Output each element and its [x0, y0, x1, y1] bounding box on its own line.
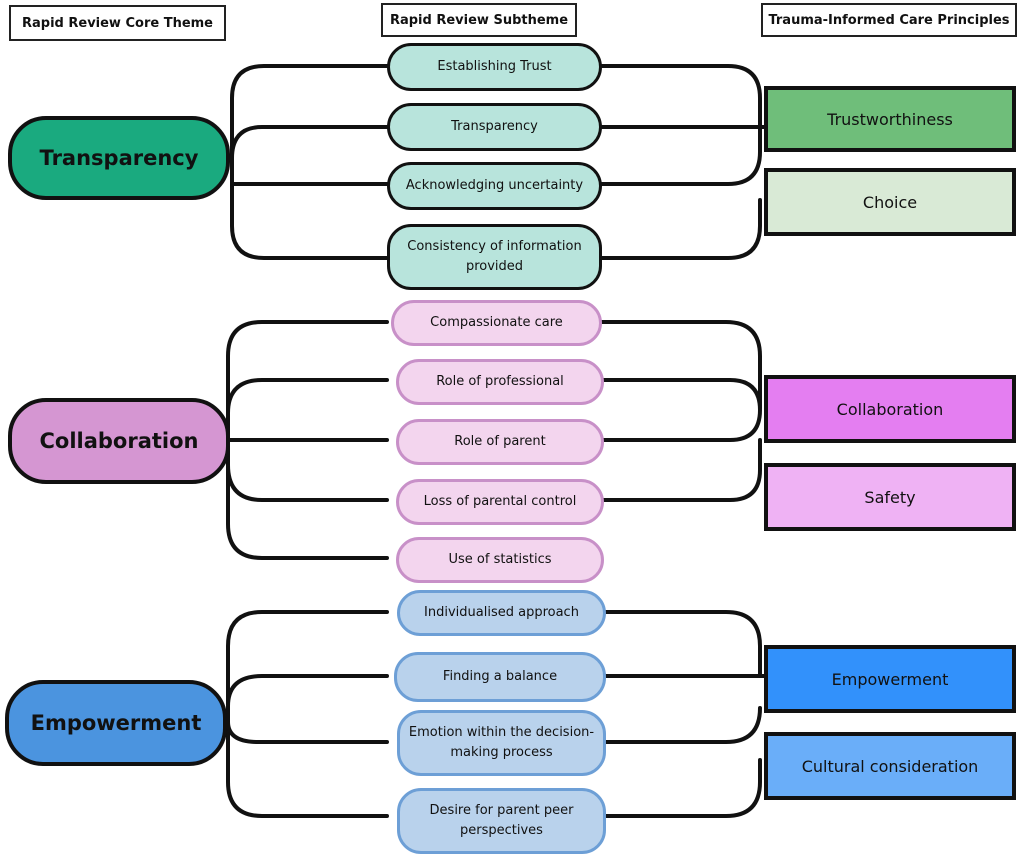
subtheme-transparency: Transparency	[387, 103, 602, 151]
subtheme-finding-a-balance: Finding a balance	[394, 652, 606, 702]
subtheme-role-of-parent: Role of parent	[396, 419, 604, 465]
subtheme-establishing-trust: Establishing Trust	[387, 43, 602, 91]
subtheme-consistency-of-information: Consistency of information provided	[387, 224, 602, 290]
principle-empowerment: Empowerment	[764, 645, 1016, 713]
core-theme-collaboration: Collaboration	[8, 398, 230, 484]
subtheme-desire-for-parent-peer-perspectives: Desire for parent peer perspectives	[397, 788, 606, 854]
subtheme-role-of-professional: Role of professional	[396, 359, 604, 405]
core-theme-header: Rapid Review Core Theme	[9, 5, 226, 41]
subtheme-individualised-approach: Individualised approach	[397, 590, 606, 636]
principle-trustworthiness: Trustworthiness	[764, 86, 1016, 152]
principle-collaboration: Collaboration	[764, 375, 1016, 443]
subtheme-acknowledging-uncertainty: Acknowledging uncertainty	[387, 162, 602, 210]
subtheme-loss-of-parental-control: Loss of parental control	[396, 479, 604, 525]
principle-choice: Choice	[764, 168, 1016, 236]
principle-safety: Safety	[764, 463, 1016, 531]
subtheme-compassionate-care: Compassionate care	[391, 300, 602, 346]
principle-cultural-consideration: Cultural consideration	[764, 732, 1016, 800]
principles-header: Trauma-Informed Care Principles	[761, 3, 1017, 37]
subtheme-use-of-statistics: Use of statistics	[396, 537, 604, 583]
core-theme-transparency: Transparency	[8, 116, 230, 200]
subtheme-emotion-within-decision-making: Emotion within the decision-making proce…	[397, 710, 606, 776]
core-theme-empowerment: Empowerment	[5, 680, 227, 766]
subtheme-header: Rapid Review Subtheme	[381, 3, 577, 37]
